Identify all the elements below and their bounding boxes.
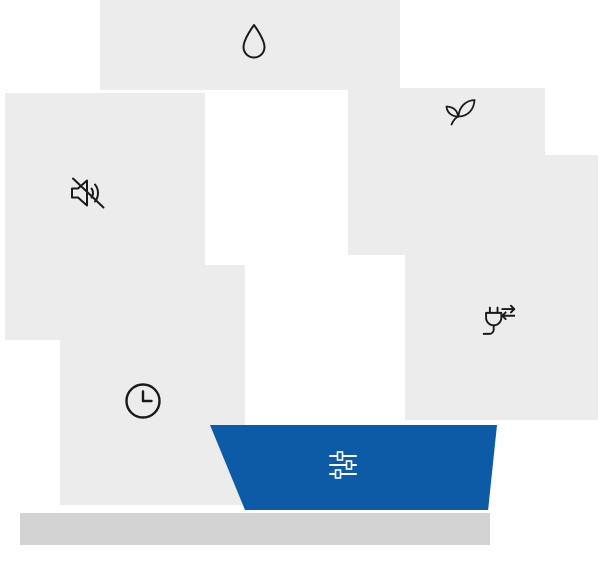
connectivity-tile bbox=[405, 155, 598, 420]
base-bar bbox=[20, 513, 490, 545]
leaf-icon bbox=[439, 93, 479, 133]
speaker-muted-icon bbox=[66, 171, 110, 215]
water-drop-icon bbox=[238, 22, 270, 62]
plug-swap-icon bbox=[477, 300, 519, 342]
settings-funnel bbox=[210, 425, 497, 510]
sliders-icon bbox=[328, 451, 358, 479]
water-tile bbox=[100, 0, 400, 90]
timer-tile bbox=[60, 265, 245, 505]
clock-icon bbox=[123, 381, 163, 421]
